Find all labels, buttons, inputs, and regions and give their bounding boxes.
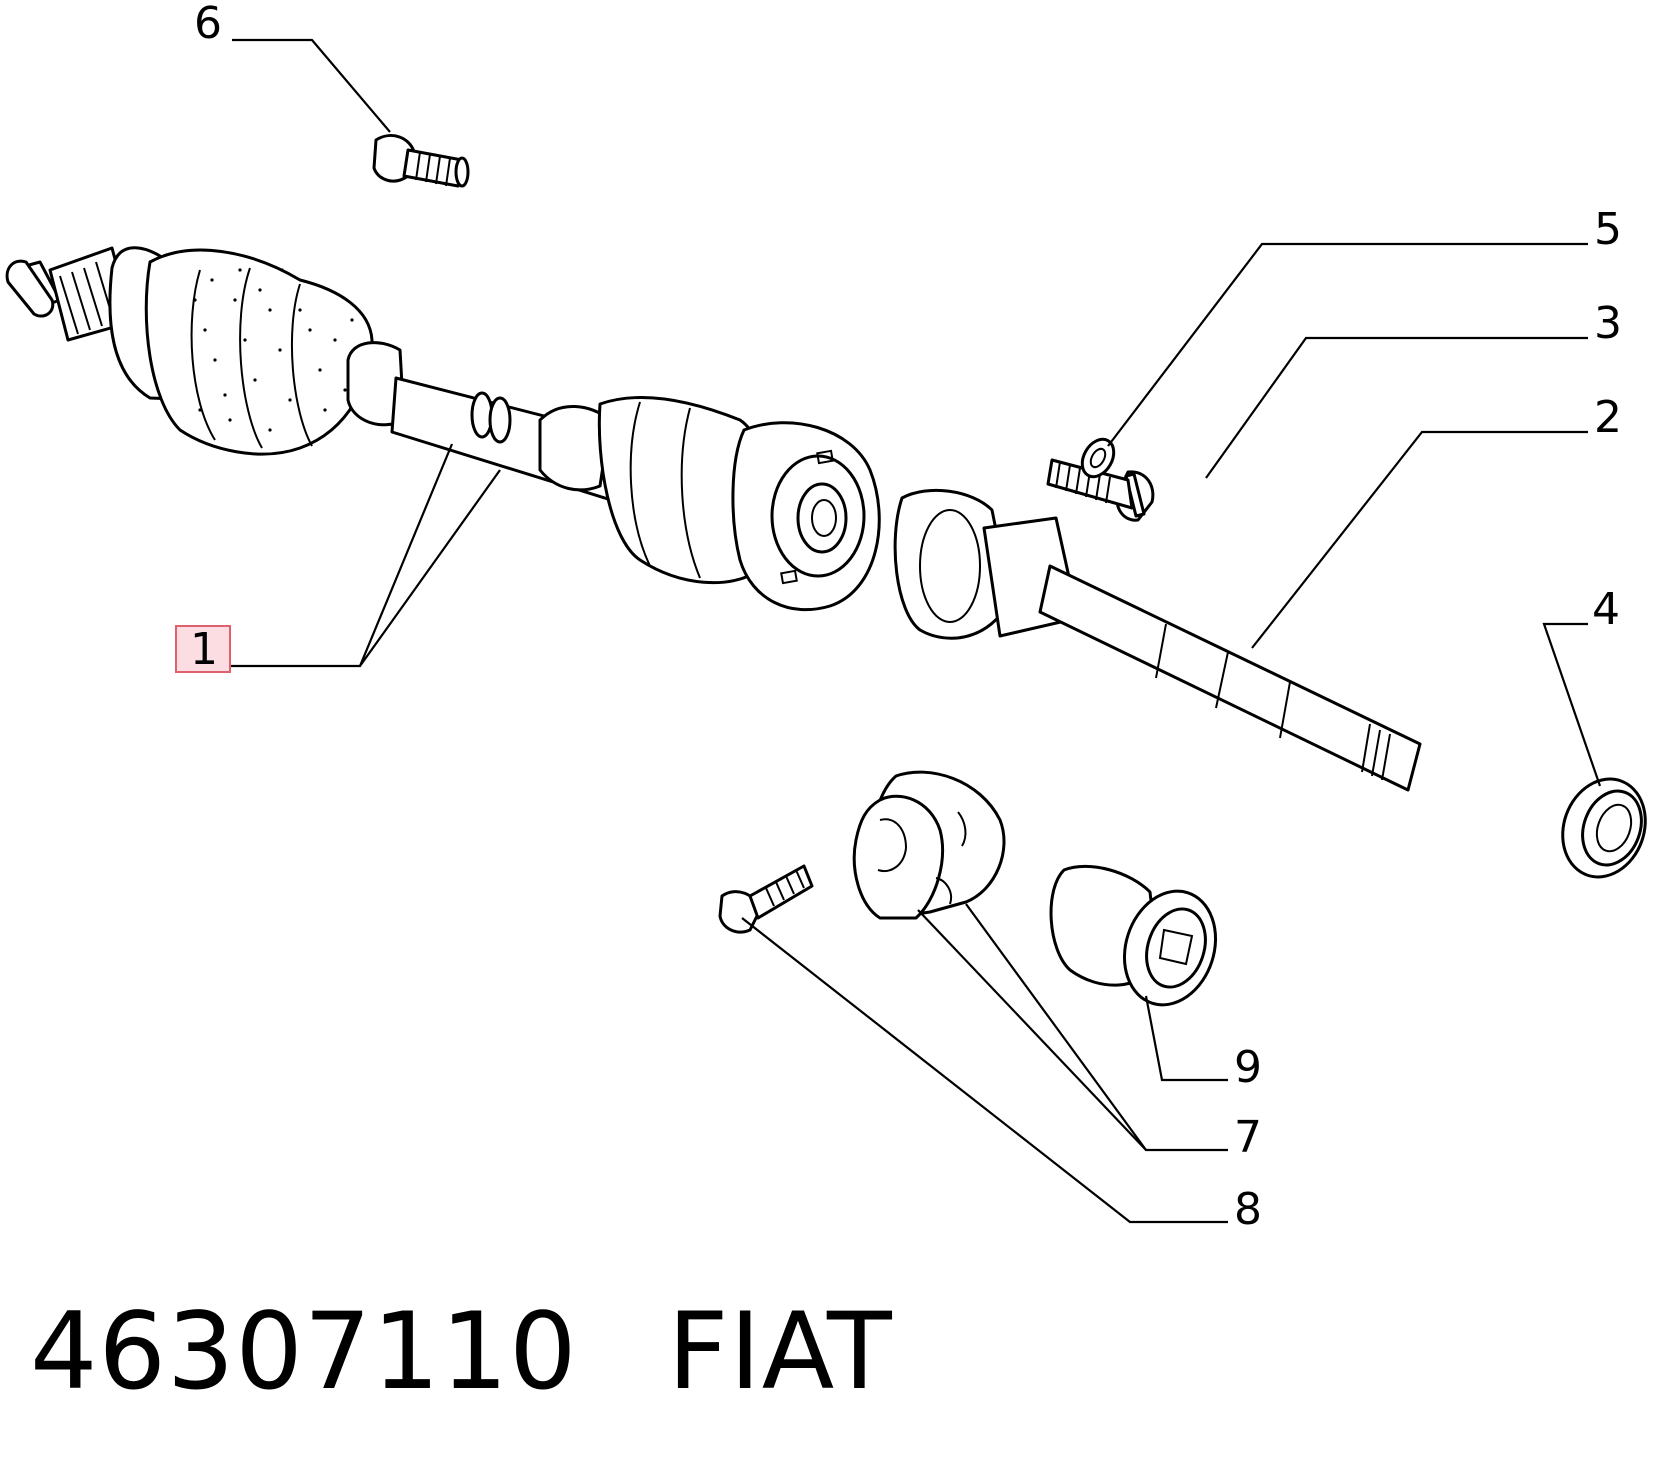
bolt-part-6 bbox=[372, 134, 470, 188]
bearing-support-part-7 bbox=[852, 770, 1006, 920]
callout-3: 3 bbox=[1594, 298, 1622, 349]
drive-shaft-assembly bbox=[5, 246, 881, 612]
callout-8: 8 bbox=[1234, 1184, 1262, 1235]
callout-2: 2 bbox=[1594, 392, 1622, 443]
part-caption: 46307110 FIAT bbox=[30, 1290, 893, 1413]
callout-6: 6 bbox=[194, 0, 222, 49]
callout-1-highlight bbox=[175, 625, 231, 673]
callout-4: 4 bbox=[1592, 584, 1620, 635]
seal-ring-part-4 bbox=[1561, 777, 1647, 879]
bearing-part-9 bbox=[1049, 865, 1218, 1007]
brand-name: FIAT bbox=[667, 1290, 893, 1413]
callout-labels: 1 2 3 4 5 6 7 8 9 bbox=[190, 0, 1622, 1235]
callout-7: 7 bbox=[1234, 1112, 1262, 1163]
bolt-part-3 bbox=[1046, 458, 1155, 522]
part-number: 46307110 bbox=[30, 1290, 578, 1413]
washer-part-5 bbox=[1080, 437, 1116, 479]
callout-9: 9 bbox=[1234, 1042, 1262, 1093]
callout-1: 1 bbox=[190, 624, 218, 675]
leader-lines bbox=[228, 38, 1602, 1224]
intermediate-shaft bbox=[893, 488, 1422, 792]
bolt-part-8 bbox=[718, 864, 814, 934]
callout-5: 5 bbox=[1594, 204, 1622, 255]
